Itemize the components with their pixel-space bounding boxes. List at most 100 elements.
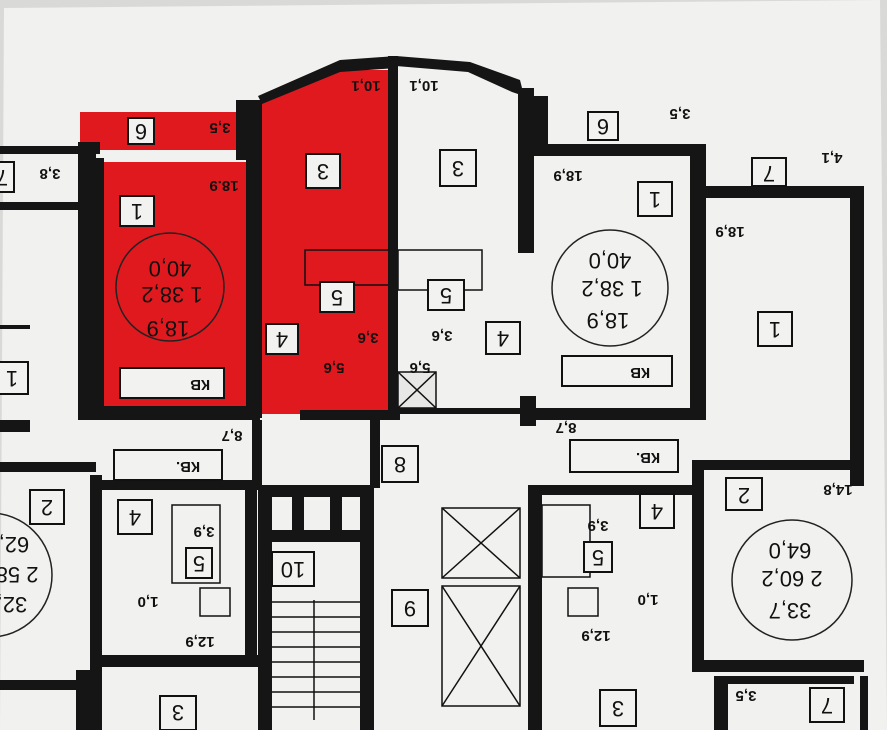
room-7-far: 7 [809,687,845,723]
room-1-red: 1 [119,195,155,227]
svg-text:3,9: 3,9 [194,523,215,540]
room-9-lift: 9 [391,589,429,627]
room-3-center: 3 [439,149,477,187]
svg-text:КВ.: КВ. [636,449,660,466]
room-4-left: 4 [117,499,153,535]
svg-text:5: 5 [193,551,205,576]
svg-text:4,1: 4,1 [822,149,843,166]
bath-text: 3,9 1,0 12,9 3,9 1,0 12,9 [138,517,659,650]
svg-text:12,9: 12,9 [581,627,610,644]
svg-text:18,9: 18,9 [587,308,630,333]
svg-text:18.9: 18.9 [209,177,238,194]
room-6-red: 6 [127,117,155,145]
svg-text:1,0: 1,0 [638,591,659,608]
svg-text:3,6: 3,6 [432,327,453,344]
red-apartment-text: 40,0 1 38,2 18,9 18.9 3,5 3,6 5,6 10,1 8… [40,77,381,444]
room-2-left: 2 [29,489,65,525]
svg-text:10: 10 [281,557,305,582]
svg-text:КВ.: КВ. [176,458,200,475]
svg-text:4: 4 [651,499,663,524]
room-3-red: 3 [305,153,341,189]
svg-text:7: 7 [763,161,775,186]
room-8-hall: 8 [381,445,419,483]
svg-text:40,0: 40,0 [589,248,632,273]
svg-text:1: 1 [649,187,661,212]
room-5-center: 5 [427,279,465,311]
svg-text:5,6: 5,6 [324,359,345,376]
room-4-right: 4 [639,493,675,529]
svg-text:6: 6 [597,114,609,139]
room-10-stair: 10 [271,551,315,587]
svg-text:7: 7 [0,165,8,190]
svg-text:18,9: 18,9 [147,316,190,341]
svg-text:3,8: 3,8 [40,165,61,182]
room-2-far: 2 [725,477,763,511]
svg-text:3: 3 [612,696,624,721]
left-apartment-text: 62, 2 58, 32, [0,532,38,617]
far-apartment-text: 64,0 2 60,2 33,7 18,9 4,1 14,8 3,5 [715,149,852,704]
svg-text:2 58,: 2 58, [0,562,38,587]
fixtures [0,229,853,720]
svg-text:5: 5 [331,285,343,310]
svg-text:8,7: 8,7 [222,427,243,444]
svg-text:32,: 32, [0,592,27,617]
svg-text:18,9: 18,9 [715,223,744,240]
svg-text:2: 2 [738,483,750,508]
svg-text:3: 3 [317,159,329,184]
room-3-bottom: 3 [599,689,637,727]
svg-text:2: 2 [41,495,53,520]
room-4-center: 4 [485,321,521,355]
svg-text:3,6: 3,6 [358,329,379,346]
svg-text:КВ: КВ [630,364,650,381]
room-1-right: 1 [637,181,673,217]
room-5-left: 5 [185,547,213,579]
svg-text:10,1: 10,1 [351,77,380,94]
svg-text:8: 8 [394,452,406,477]
svg-text:1: 1 [6,366,18,391]
svg-text:1 38,2: 1 38,2 [141,282,202,307]
svg-text:3,9: 3,9 [588,517,609,534]
svg-text:5,6: 5,6 [410,359,431,376]
svg-text:33,7: 33,7 [769,598,812,623]
room-4-red: 4 [265,323,299,355]
room-1-far: 1 [757,311,793,347]
room-7-right: 7 [751,157,787,187]
svg-text:40,0: 40,0 [149,256,192,281]
svg-text:62,: 62, [0,532,29,557]
svg-text:1 38,2: 1 38,2 [581,276,642,301]
room-1-left: 1 [0,361,29,395]
svg-text:14,8: 14,8 [823,481,852,498]
svg-text:18,9: 18,9 [553,167,582,184]
svg-text:5: 5 [440,283,452,308]
svg-text:4: 4 [129,505,141,530]
svg-text:1: 1 [769,317,781,342]
svg-text:3,5: 3,5 [736,687,757,704]
walls [0,56,868,730]
svg-text:10,1: 10,1 [409,77,438,94]
svg-text:КВ: КВ [190,376,210,393]
svg-text:9: 9 [404,596,416,621]
svg-text:8,7: 8,7 [556,419,577,436]
svg-text:1,0: 1,0 [138,593,159,610]
svg-text:7: 7 [821,693,833,718]
svg-text:3,5: 3,5 [670,105,691,122]
room-labels: 6 3 1 5 4 3 5 4 6 1 7 1 2 7 3 8 9 10 4 5… [0,111,845,730]
svg-text:3: 3 [172,700,184,725]
room-7-top-left: 7 [0,161,15,193]
room-3-bottom-left: 3 [159,695,197,730]
room-5-right: 5 [583,541,613,573]
svg-text:4: 4 [497,326,509,351]
svg-text:1: 1 [131,199,143,224]
kv-labels: КВ КВ КВ. КВ. [113,355,679,481]
svg-text:4: 4 [276,327,288,352]
svg-text:5: 5 [592,545,604,570]
svg-text:3: 3 [452,156,464,181]
room-6-right: 6 [587,111,619,141]
svg-text:64,0: 64,0 [769,538,812,563]
svg-text:2 60,2: 2 60,2 [761,566,822,591]
svg-text:12,9: 12,9 [185,633,214,650]
staircase-steps [262,600,366,720]
right-apartment-text: 40,0 1 38,2 18,9 18,9 3,5 3,6 5,6 10,1 8… [409,77,690,436]
room-5-red: 5 [319,281,355,313]
